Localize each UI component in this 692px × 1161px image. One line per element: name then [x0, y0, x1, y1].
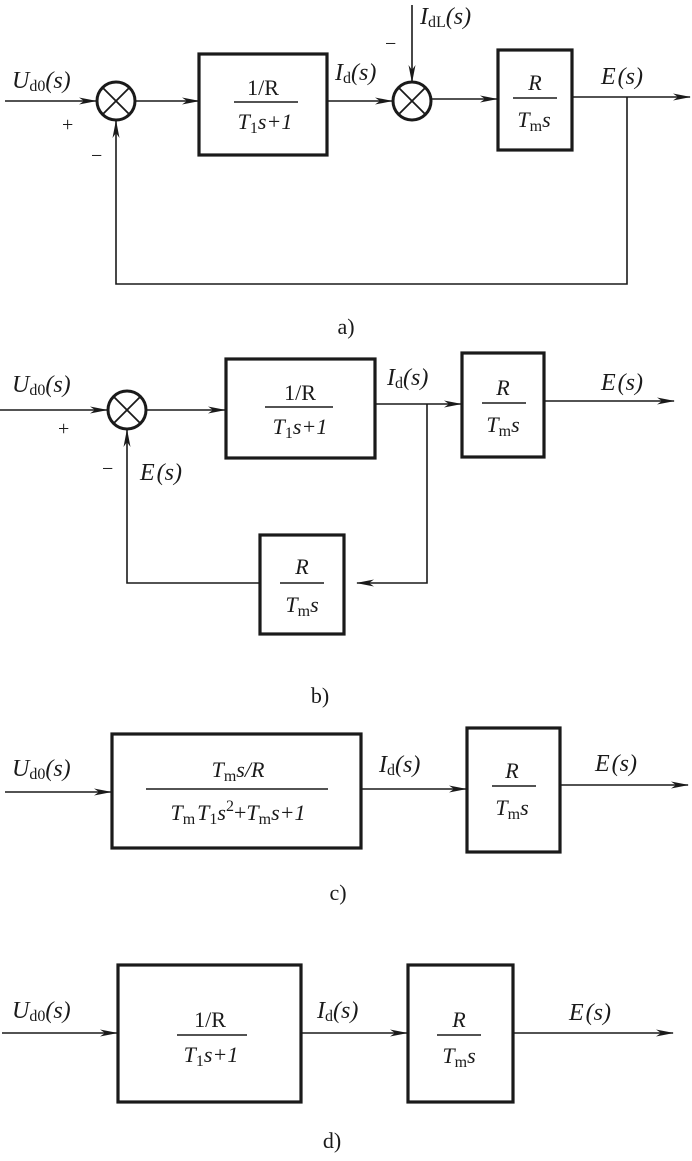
minus-sign: −	[102, 458, 113, 480]
transfer-block-2	[465, 726, 562, 854]
panel-a: Ud0(s) + − 1/R T1s+1 Id(s) IdL(s) − R	[5, 4, 691, 339]
transfer-block-1	[224, 357, 377, 460]
block-2-numerator: R	[495, 375, 510, 400]
block-2-denominator: Tms	[517, 107, 550, 135]
block-2-denominator: Tms	[495, 795, 528, 823]
transfer-block-1	[110, 732, 363, 850]
summing-junction	[106, 389, 148, 431]
panel-caption: c)	[329, 880, 346, 905]
feedback-path	[112, 97, 628, 285]
block-2-numerator: R	[527, 70, 542, 95]
panel-b: Ud0(s) + − E(s) 1/R T1s+1 Id(s) R Tms E(…	[0, 351, 675, 708]
minus-sign: −	[91, 145, 102, 167]
feedback-branch-line	[356, 404, 428, 587]
plus-sign: +	[62, 114, 73, 136]
panel-caption: a)	[337, 314, 354, 339]
input-label: Ud0(s)	[12, 756, 71, 783]
panel-caption: d)	[323, 1128, 341, 1153]
minus-sign: −	[385, 33, 396, 55]
intermediate-label: Id(s)	[378, 752, 420, 779]
panel-c: Ud0(s) Tms/R TmT1s2+Tms+1 Id(s) R Tms E(…	[5, 726, 689, 905]
block-2-denominator: Tms	[442, 1043, 475, 1071]
block-1-numerator: 1/R	[194, 1007, 226, 1032]
intermediate-label: Id(s)	[316, 998, 358, 1025]
transfer-block-1	[116, 963, 303, 1104]
block-2-numerator: R	[504, 758, 519, 783]
output-label: E(s)	[600, 370, 643, 396]
panel-d: Ud0(s) 1/R T1s+1 Id(s) R Tms E(s) d)	[2, 963, 674, 1153]
block-1-numerator: Tms/R	[212, 757, 265, 785]
output-label: E(s)	[600, 64, 643, 90]
block-1-denominator: T1s+1	[184, 1042, 239, 1070]
block-1-denominator: TmT1s2+Tms+1	[170, 798, 305, 828]
block-1-denominator: T1s+1	[273, 414, 328, 442]
block-2-numerator: R	[451, 1007, 466, 1032]
block-2-denominator: Tms	[486, 412, 519, 440]
block-1-numerator: 1/R	[247, 75, 279, 100]
output-label: E(s)	[568, 1000, 611, 1026]
intermediate-label: Id(s)	[386, 365, 428, 392]
feedback-return-line	[123, 429, 260, 584]
feedback-block-denominator: Tms	[285, 592, 318, 620]
feedback-block	[258, 533, 346, 636]
transfer-block-1	[197, 52, 329, 157]
transfer-block-2	[406, 963, 515, 1104]
intermediate-label: Id(s)	[334, 60, 376, 87]
input-label: Ud0(s)	[12, 68, 71, 95]
input-label: Ud0(s)	[12, 372, 71, 399]
feedback-block-numerator: R	[294, 554, 309, 579]
plus-sign: +	[58, 418, 69, 440]
output-label: E(s)	[594, 751, 637, 777]
input-label: Ud0(s)	[12, 998, 71, 1025]
transfer-block-2	[460, 351, 546, 459]
transfer-block-2	[496, 48, 574, 152]
summing-junction-2	[391, 80, 433, 122]
disturbance-label: IdL(s)	[419, 4, 471, 31]
block-1-denominator: T1s+1	[238, 109, 293, 137]
panel-caption: b)	[311, 683, 329, 708]
feedback-label: E(s)	[139, 460, 182, 486]
summing-junction-1	[95, 80, 137, 122]
block-1-numerator: 1/R	[284, 380, 316, 405]
